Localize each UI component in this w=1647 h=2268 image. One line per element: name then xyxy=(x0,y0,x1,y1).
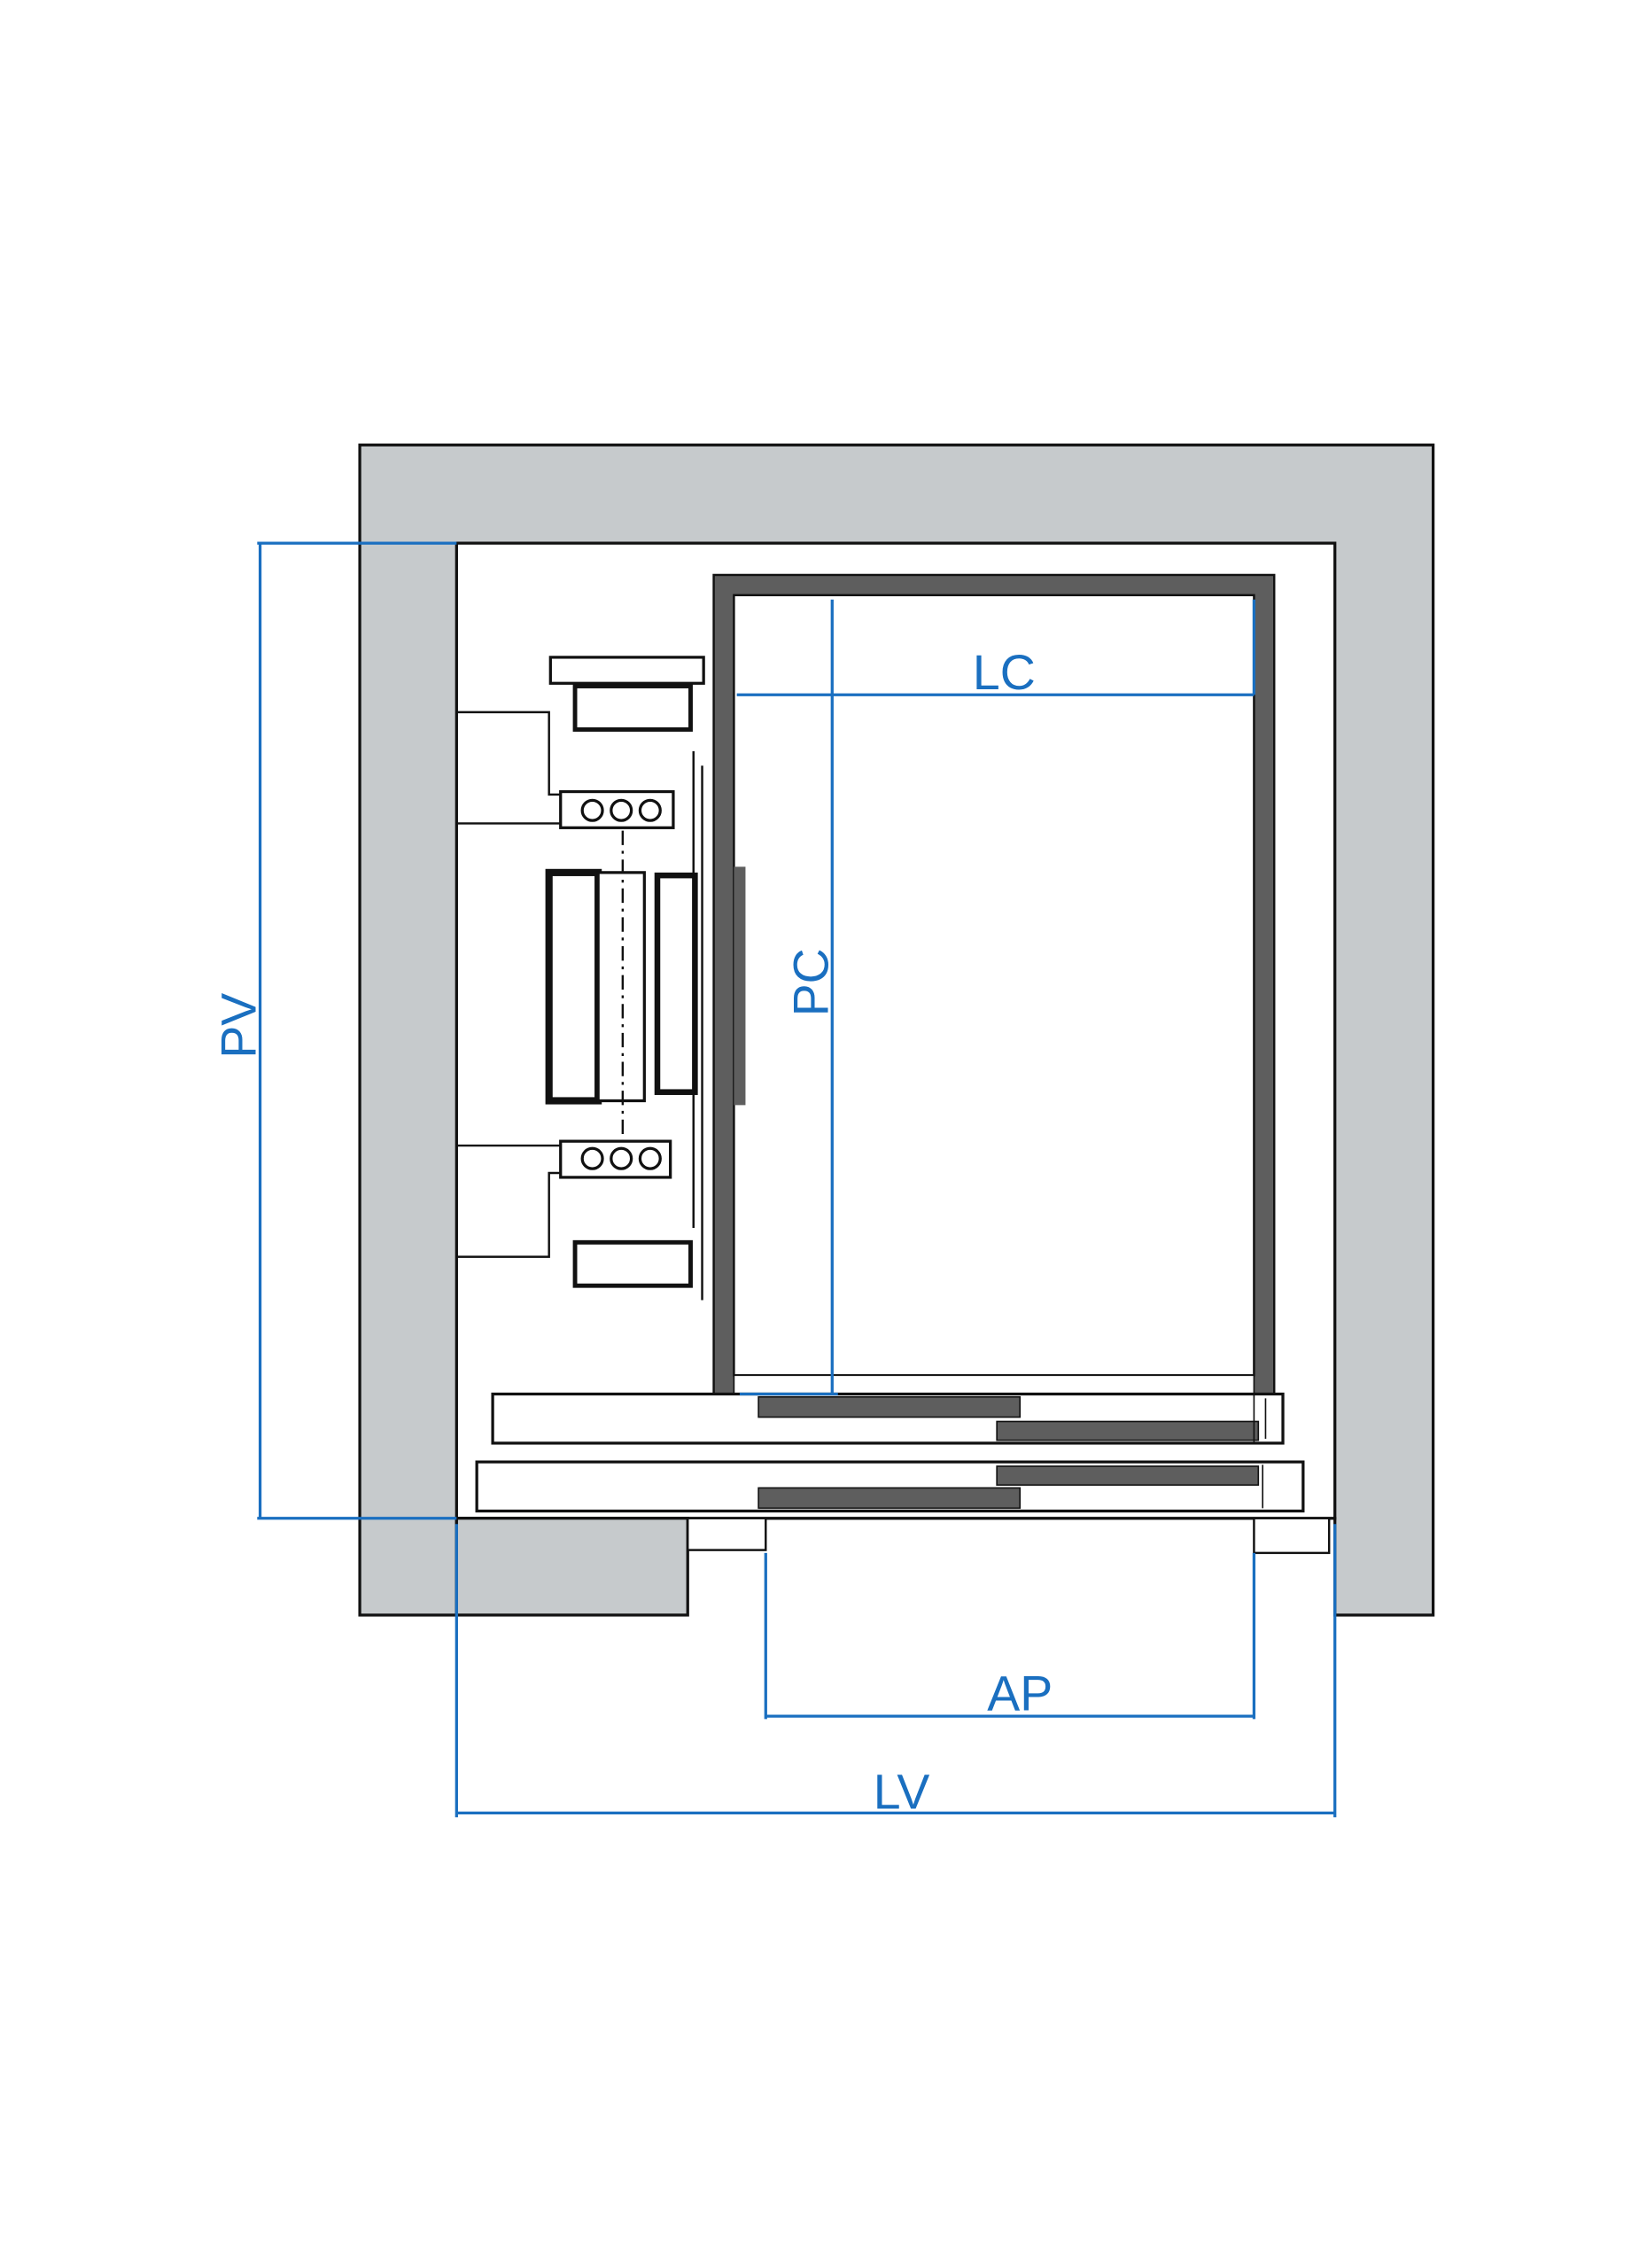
rail-bottom-block xyxy=(572,1239,693,1288)
motor-left xyxy=(545,868,602,1105)
rail-top-bracket xyxy=(548,656,705,685)
door-frame-right xyxy=(1253,1517,1331,1555)
ap-dimension-line xyxy=(764,1552,1256,1720)
dimension-lines xyxy=(257,541,1337,1818)
bolt-icon xyxy=(610,1146,633,1170)
rail-top-block xyxy=(572,684,693,732)
bolt-icon xyxy=(610,798,633,822)
cabin-floor xyxy=(733,594,1255,1377)
door-frame-left xyxy=(687,1517,767,1551)
cabin-door-panel-2 xyxy=(996,1420,1260,1441)
ap-label: AP xyxy=(987,1666,1053,1721)
cabin-door-panel-1 xyxy=(757,1395,1022,1418)
pv-dimension-line xyxy=(257,541,457,1520)
landing-door-panel-1 xyxy=(996,1465,1260,1487)
lc-dimension-line xyxy=(736,599,1256,696)
lv-dimension-line xyxy=(454,1524,1337,1818)
machinery xyxy=(456,656,705,1301)
landing-door-panel-2 xyxy=(757,1487,1022,1510)
doors xyxy=(475,1392,1331,1555)
pc-label: PC xyxy=(783,948,838,1016)
front-wall-left xyxy=(454,1517,689,1617)
cabin xyxy=(712,573,1276,1395)
bolt-icon xyxy=(638,1146,662,1170)
guide-rail xyxy=(692,750,703,1301)
motor-right xyxy=(654,872,698,1095)
bracket-lines xyxy=(456,711,561,1258)
cabin-threshold xyxy=(733,1374,1255,1395)
cabin-guide-shoe xyxy=(734,866,746,1106)
lv-label: LV xyxy=(874,1764,930,1819)
bolt-icon xyxy=(580,798,604,822)
pv-label: PV xyxy=(212,993,267,1059)
bolt-icon xyxy=(580,1146,604,1170)
pc-dimension-line xyxy=(739,599,838,1396)
bolt-icon xyxy=(638,798,662,822)
motor-shaft xyxy=(596,871,646,1103)
lc-label: LC xyxy=(973,645,1036,700)
door-edge-detail xyxy=(1253,1394,1267,1509)
